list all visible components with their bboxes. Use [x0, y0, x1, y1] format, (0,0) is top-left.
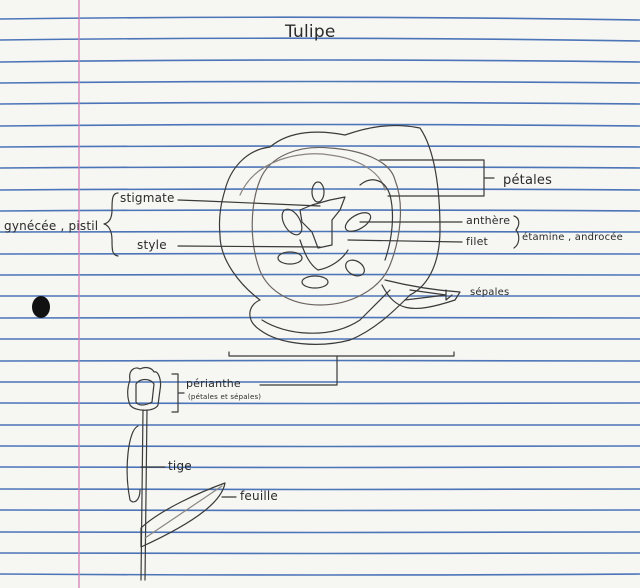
label-anthere: anthère: [466, 214, 511, 227]
anther: [301, 275, 329, 289]
flower-bracket: [228, 351, 455, 357]
binder-hole: [32, 296, 50, 318]
page-title: Tulipe: [285, 22, 336, 42]
anther: [277, 251, 303, 265]
perianthe-bracket: [171, 373, 185, 413]
label-perianthe-note: (pétales et sépales): [188, 393, 262, 401]
label-petales: pétales: [503, 173, 553, 188]
narrow-leaf: [126, 425, 141, 503]
label-filet: filet: [466, 235, 489, 248]
anther: [281, 208, 303, 236]
label-style: style: [137, 238, 167, 252]
outer-petal-outline: [218, 124, 441, 345]
label-sepales: sépales: [470, 287, 510, 298]
sepal: [381, 279, 461, 309]
style: [299, 196, 346, 249]
inner-petal-outline: [251, 146, 402, 306]
anther: [345, 259, 365, 277]
anther: [344, 212, 372, 232]
label-perianthe: périanthe: [186, 377, 241, 390]
small-tulip: [127, 366, 162, 411]
label-tige: tige: [168, 459, 192, 473]
label-gynoecium: gynécée , pistil: [4, 219, 99, 233]
brace-gynoecium: [103, 192, 119, 257]
leaf: [140, 482, 226, 548]
label-feuille: feuille: [240, 489, 278, 503]
stigma: [311, 181, 325, 203]
label-stigmate: stigmate: [120, 191, 175, 205]
stem: [140, 409, 148, 581]
label-etamine: étamine , androcée: [522, 232, 623, 243]
